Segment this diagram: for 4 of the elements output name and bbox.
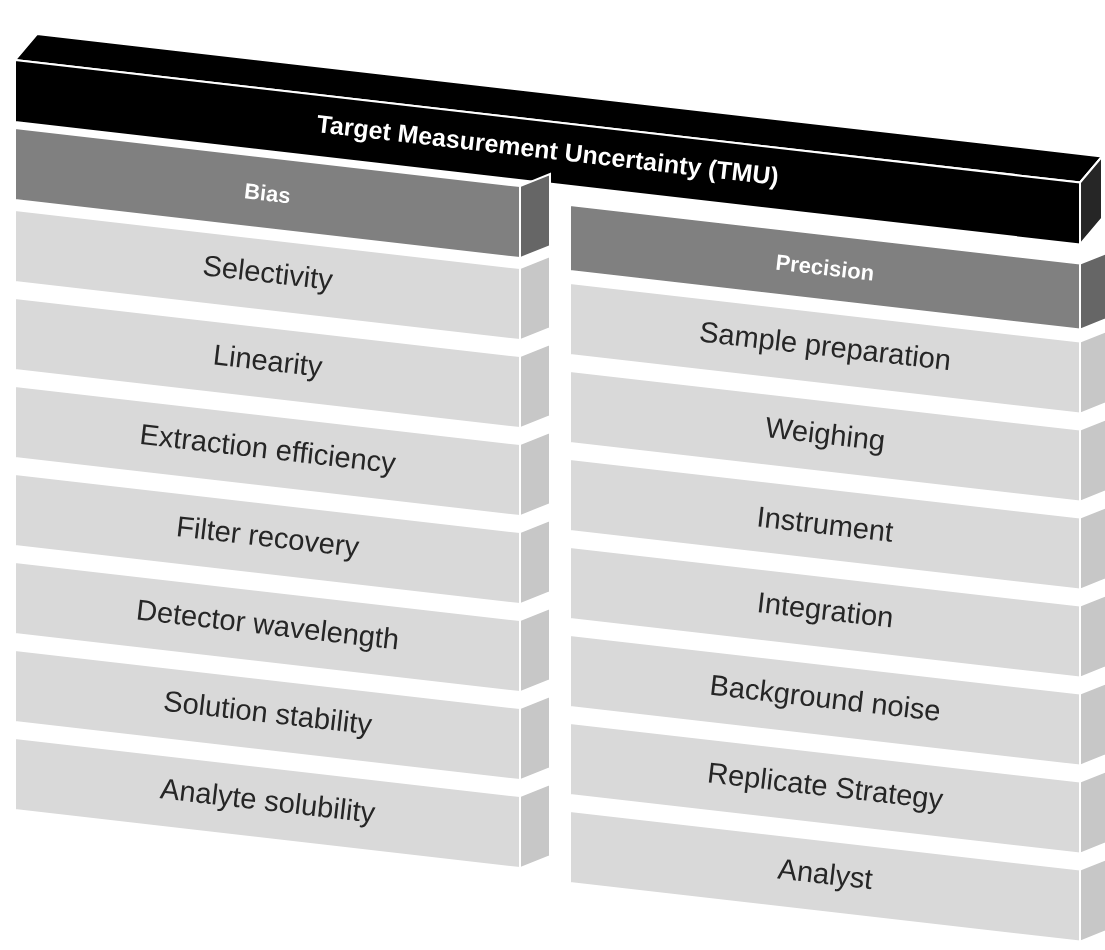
node-label: Instrument [758, 506, 894, 542]
node-label: Analyst [776, 859, 873, 892]
node-label: Integration [758, 592, 892, 628]
node-label: Weighing [766, 417, 884, 456]
